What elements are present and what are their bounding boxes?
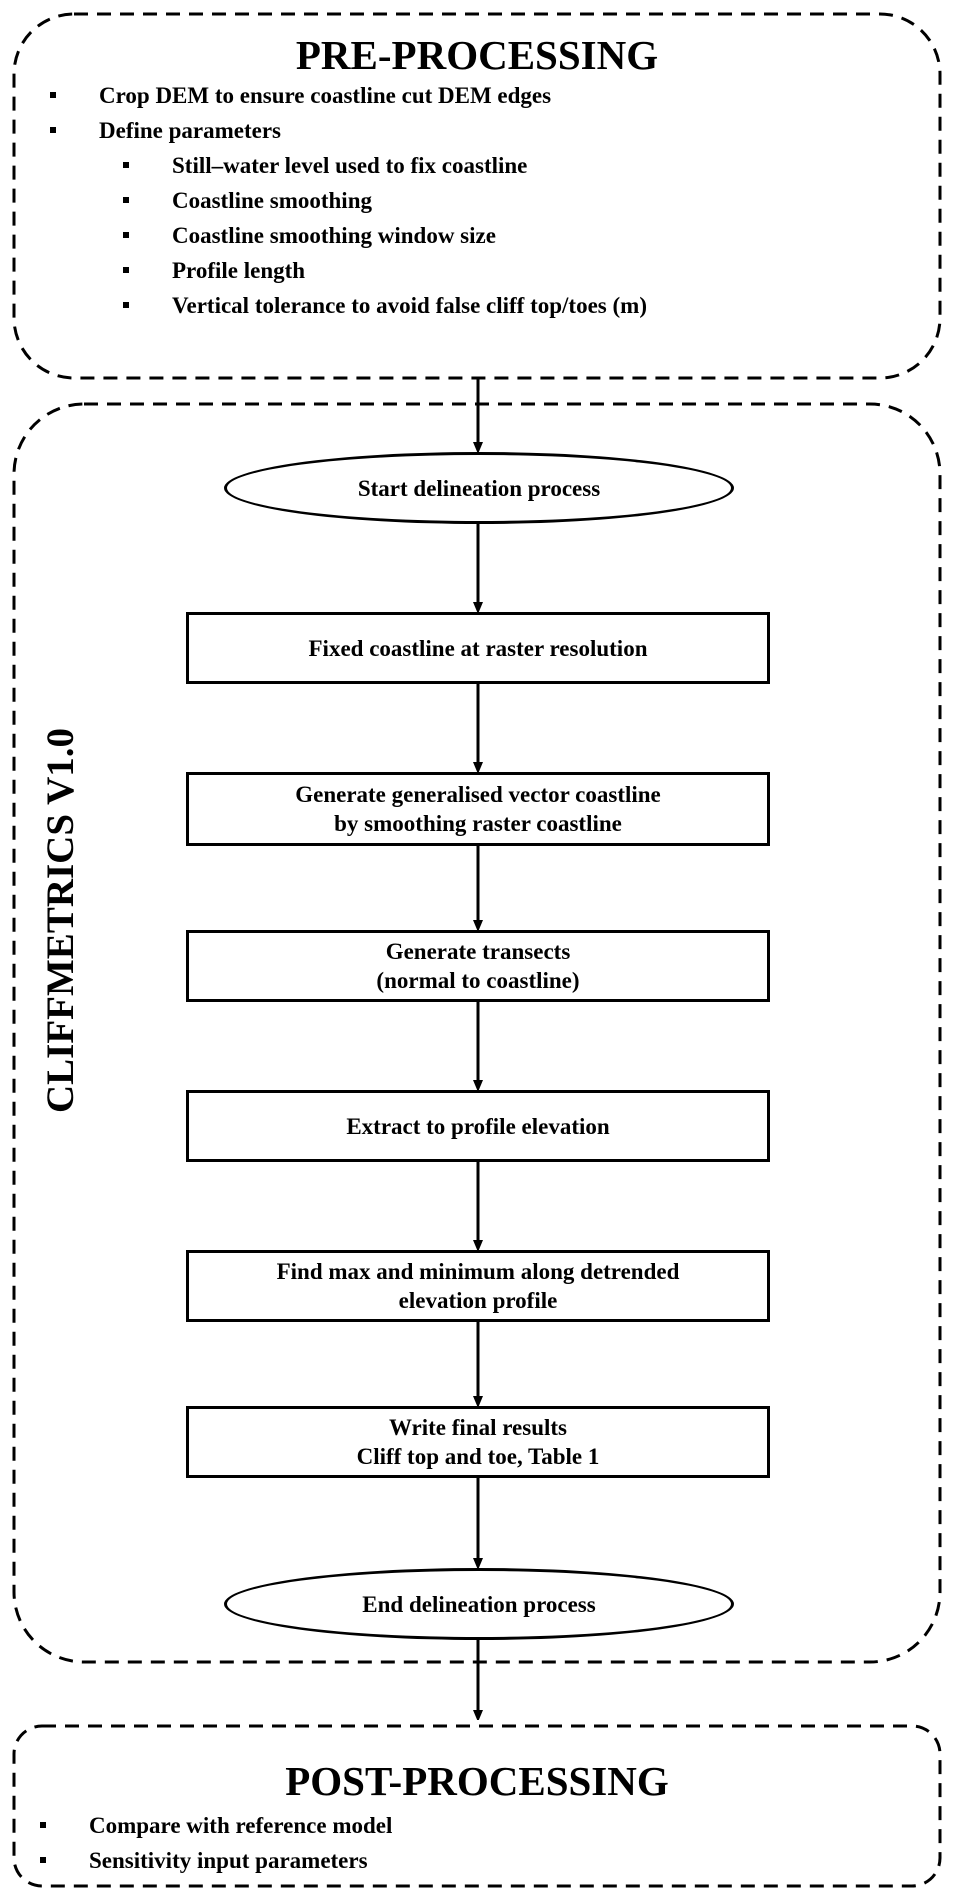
parameter-item: Profile length: [123, 253, 647, 288]
step-generalised-coastline: Generate generalised vector coastline by…: [186, 772, 770, 846]
cliffmetrics-label-text: CLIFFMETRICS V1.0: [38, 727, 82, 1113]
pre-processing-region: PRE-PROCESSING Crop DEM to ensure coastl…: [14, 14, 940, 378]
pre-processing-item: Crop DEM to ensure coastline cut DEM edg…: [50, 78, 647, 113]
end-node: End delineation process: [224, 1568, 734, 1640]
post-processing-region: POST-PROCESSING Compare with reference m…: [14, 1726, 940, 1886]
pre-processing-item: Define parameters: [50, 113, 647, 148]
post-processing-title: POST-PROCESSING: [285, 1758, 669, 1804]
cliffmetrics-label: CLIFFMETRICS V1.0: [15, 660, 105, 1180]
start-node: Start delineation process: [224, 452, 734, 524]
post-processing-item: Sensitivity input parameters: [40, 1843, 392, 1878]
parameter-item: Coastline smoothing: [123, 183, 647, 218]
step-fixed-coastline: Fixed coastline at raster resolution: [186, 612, 770, 684]
post-processing-item: Compare with reference model: [40, 1808, 392, 1843]
pre-processing-title: PRE-PROCESSING: [295, 32, 659, 78]
post-processing-list: Compare with reference model Sensitivity…: [40, 1808, 392, 1878]
step-generate-transects: Generate transects (normal to coastline): [186, 930, 770, 1002]
step-write-results: Write final results Cliff top and toe, T…: [186, 1406, 770, 1478]
parameter-item: Coastline smoothing window size: [123, 218, 647, 253]
parameter-item: Still–water level used to fix coastline: [123, 148, 647, 183]
step-find-max-min: Find max and minimum along detrended ele…: [186, 1250, 770, 1322]
parameter-item: Vertical tolerance to avoid false cliff …: [123, 288, 647, 323]
pre-processing-list: Crop DEM to ensure coastline cut DEM edg…: [50, 78, 647, 323]
step-extract-profile: Extract to profile elevation: [186, 1090, 770, 1162]
